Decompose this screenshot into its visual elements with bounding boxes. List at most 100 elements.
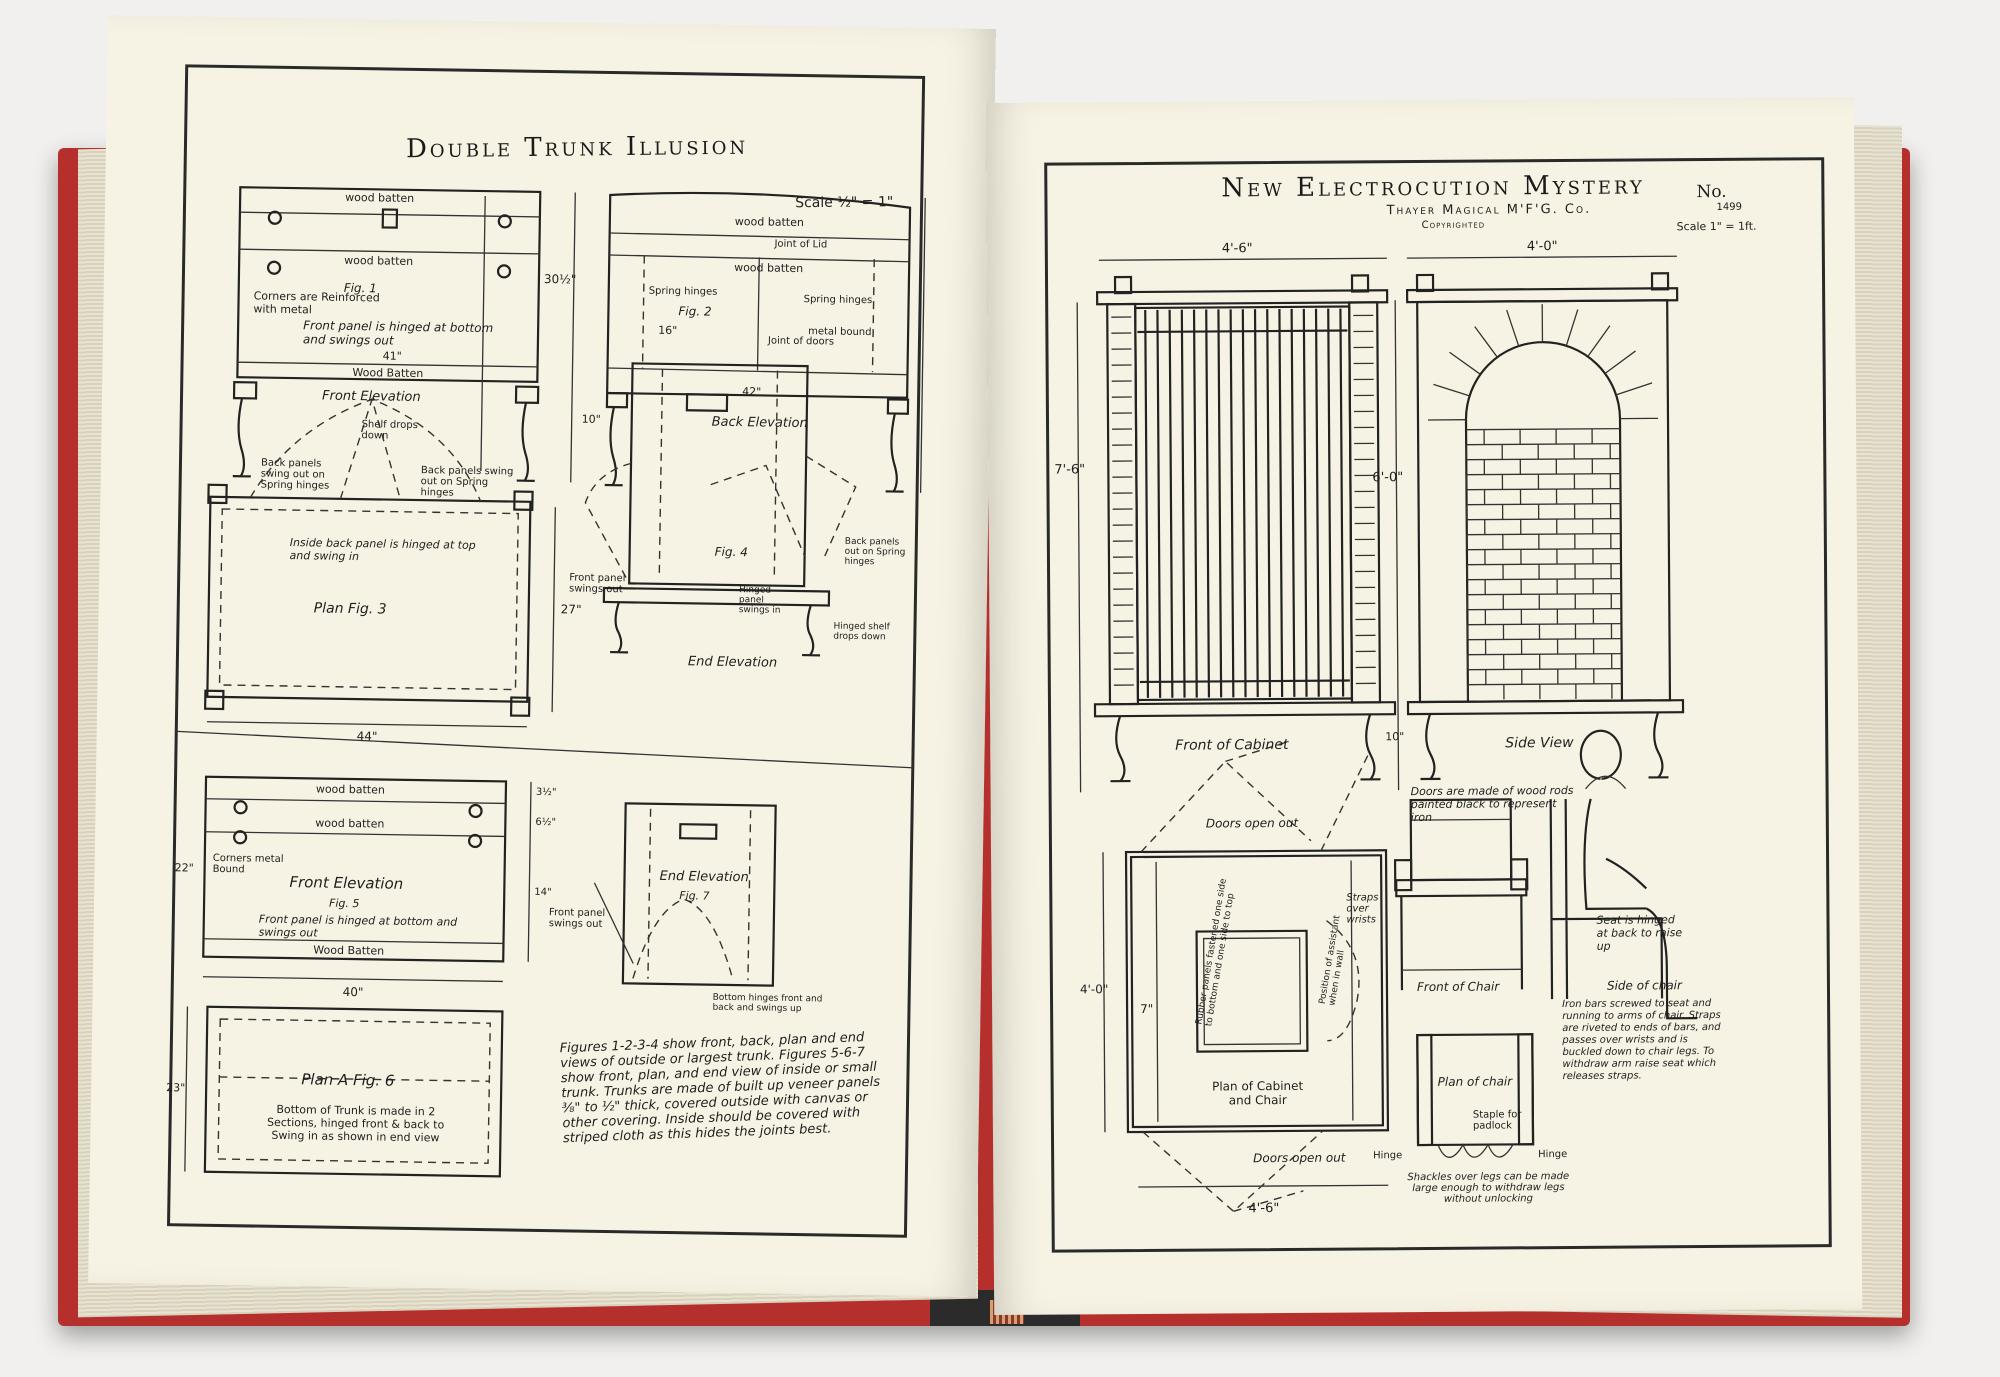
fig2-spring-hinges-right: Spring hinges (803, 294, 873, 307)
front-panel-swings: Front panel swings out (568, 572, 626, 596)
arch-voussoir (1433, 383, 1470, 397)
cabinet-rod (1290, 308, 1296, 697)
front-of-chair-label: Front of Chair (1416, 979, 1500, 995)
cabinet-rod (1205, 309, 1211, 698)
right-page: New Electrocution Mystery Thayer Magical… (985, 96, 1863, 1316)
cabinet-rod (1180, 309, 1186, 698)
cabinet-rod (1302, 308, 1308, 697)
cabinet-rod (1192, 309, 1198, 698)
dim-22: 22" (174, 861, 194, 875)
fig3-plan (204, 396, 556, 728)
bottom-hinges-label: Bottom hinges front and back and swings … (712, 992, 823, 1015)
dim-14: 14" (534, 886, 552, 899)
brick-course (1467, 652, 1622, 656)
hinge-right: Hinge (1538, 1149, 1568, 1161)
cabinet-rod (1314, 308, 1320, 697)
front-elevation-label: Front Elevation (321, 388, 421, 406)
brick-course (1467, 607, 1622, 611)
brick-course (1466, 442, 1621, 446)
dim-6h: 6½" (535, 816, 557, 829)
brick-course (1467, 562, 1622, 566)
fig5-wood-batten-mid: wood batten (315, 816, 385, 831)
cabinet-rod (1327, 308, 1333, 697)
fig1-wood-batten-top: wood batten (345, 190, 415, 205)
cabinet-rod (1217, 309, 1223, 698)
fig5-label: Fig. 5 (328, 896, 360, 911)
brick-course (1466, 517, 1621, 521)
hinged-panel-label: Hinged panel swings in (738, 585, 781, 616)
dim-10: 10" (581, 412, 601, 426)
dim-30: 30½" (543, 271, 577, 287)
iron-bars-label: Iron bars screwed to seat and running to… (1562, 998, 1721, 1083)
shackles-label: Shackles over legs can be made large eno… (1407, 1170, 1570, 1205)
brick-course (1467, 622, 1622, 626)
fig1-dim-41: 41" (382, 349, 402, 363)
fig4-label: Fig. 4 (714, 544, 748, 560)
fig5-front-elevation (202, 775, 532, 983)
arch-voussoir (1615, 382, 1653, 396)
fig2-dim-16: 16" (658, 323, 678, 338)
left-divider (174, 730, 915, 769)
cabinet-rod (1241, 309, 1247, 698)
hinged-shelf-label: Hinged shelf drops down (833, 621, 890, 643)
side-view (1394, 255, 1685, 791)
front-of-cabinet (1076, 257, 1397, 793)
cabinet-rod (1266, 309, 1272, 698)
plan-of-cabinet-label: Plan of Cabinet and Chair (1212, 1078, 1304, 1108)
fig1-wood-batten-mid: wood batten (344, 253, 414, 268)
plan-fig3-label: Plan Fig. 3 (313, 600, 387, 618)
front-of-chair (1393, 798, 1529, 991)
trunk-drawings (174, 186, 926, 1178)
cabinet-rod (1168, 309, 1174, 698)
arch-voussoir (1587, 325, 1611, 357)
fig1-front-panel: Front panel is hinged at bottom and swin… (302, 318, 494, 348)
arch-voussoir (1565, 309, 1579, 346)
arch-voussoir (1506, 309, 1520, 347)
dim-4-6-plan: 4'-6" (1248, 1201, 1280, 1217)
brick-course (1467, 667, 1622, 671)
fig7-front-panel: Front panel swings out (548, 907, 606, 930)
brick-course (1466, 547, 1621, 551)
doors-open-out-bottom: Doors open out (1253, 1150, 1346, 1166)
brick-course (1466, 472, 1621, 476)
fig1-corners: Corners are Reinforced with metal (253, 289, 380, 317)
fig1-front-elevation (232, 186, 542, 482)
fig5-wood-batten-bottom: Wood Batten (313, 943, 385, 958)
fig2-label: Fig. 2 (678, 304, 712, 319)
dim-40: 40" (342, 984, 364, 1000)
front-of-cabinet-label: Front of Cabinet (1175, 736, 1289, 754)
fig4-end-elevation (584, 362, 857, 657)
dim-23: 23" (166, 1081, 186, 1095)
hinge-left: Hinge (1373, 1150, 1403, 1162)
fig2-metal-bound: metal bound (808, 326, 872, 339)
brick-course (1466, 487, 1621, 491)
seat-hinged-label: Seat is hinged at back to raise up (1596, 913, 1683, 953)
fig5-wood-batten-top: wood batten (315, 782, 386, 797)
plan-of-chair (1416, 1033, 1535, 1158)
dim-10-right: 10" (1385, 730, 1405, 744)
fig7-label: Fig. 7 (679, 889, 710, 903)
dim-4-0-plan: 4'-0" (1079, 982, 1109, 997)
back-elevation-label: Back Elevation (711, 414, 808, 432)
cabinet-rod (1278, 308, 1284, 697)
fig2-wood-batten: wood batten (734, 214, 804, 230)
cabinet-rod (1144, 309, 1150, 698)
cabinet-rod (1253, 309, 1259, 698)
left-page: Double Trunk Illusion Scale ½" = 1" (88, 15, 996, 1297)
side-view-label: Side View (1505, 734, 1574, 752)
arch-voussoir (1604, 350, 1636, 374)
dim-44: 44" (356, 729, 378, 744)
fig2-joint-of-lid: Joint of Lid (774, 238, 828, 251)
inside-back-label: Inside back panel is hinged at top and s… (289, 536, 476, 564)
dim-6-0: 6'-0" (1372, 470, 1404, 486)
cabinet-rod (1339, 308, 1345, 697)
fig1-label: Fig. 1 (343, 280, 377, 296)
trunk-description: Figures 1-2-3-4 show front, back, plan a… (559, 1030, 881, 1147)
dim-7: 7" (1140, 1001, 1154, 1016)
dim-7-6: 7'-6" (1054, 462, 1086, 478)
arch-voussoir (1474, 326, 1498, 358)
back-panels-left: Back panels swing out on Spring hinges (260, 457, 330, 492)
fig1-wood-batten-bottom: Wood Batten (352, 365, 424, 381)
staple-for-padlock: Staple for padlock (1472, 1109, 1522, 1132)
